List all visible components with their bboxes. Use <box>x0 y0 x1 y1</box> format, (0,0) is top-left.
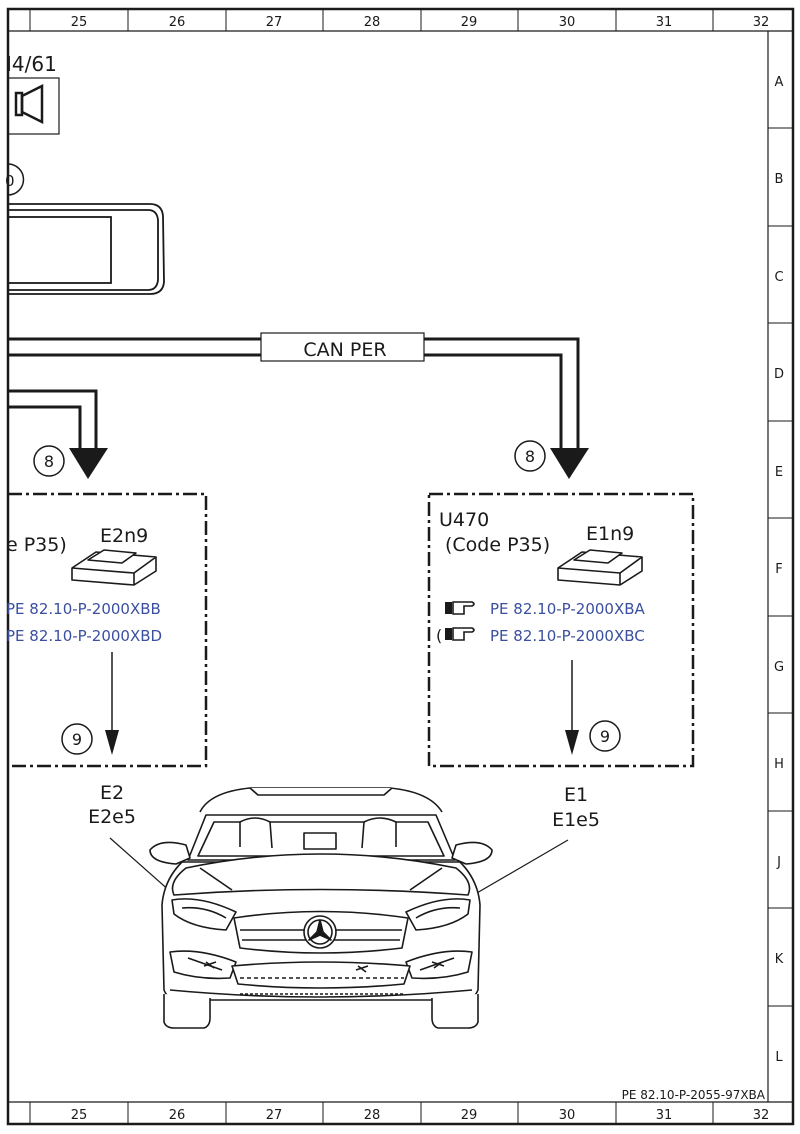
col-label: 30 <box>559 15 576 30</box>
can-bus-lines <box>8 337 580 452</box>
row-label: F <box>775 562 782 577</box>
right-module-component: E1n9 <box>586 523 634 545</box>
tag-9-right: 9 <box>589 720 621 752</box>
right-lamp-label-line2: E1e5 <box>552 809 600 831</box>
row-grid <box>768 127 793 1007</box>
col-label: 25 <box>71 1108 88 1123</box>
row-label: J <box>776 855 781 870</box>
left-lamp-label-line2: E2e5 <box>88 806 136 828</box>
col-label: 27 <box>266 15 283 30</box>
display-unit-outline <box>7 203 165 295</box>
row-label: K <box>775 952 784 967</box>
col-label: 25 <box>71 15 88 30</box>
row-label: A <box>775 75 784 90</box>
left-module-code: e P35) <box>6 534 67 556</box>
left-module-component: E2n9 <box>100 525 148 547</box>
row-label: C <box>774 270 783 285</box>
partial-circle-ref: 0 <box>5 163 25 196</box>
row-label: L <box>775 1050 783 1065</box>
left-module-ref1[interactable]: PE 82.10-P-2000XBB <box>6 600 161 618</box>
right-module-ref2[interactable]: PE 82.10-P-2000XBC <box>490 627 645 645</box>
right-lamp-leader <box>469 839 569 898</box>
row-label: B <box>775 172 784 187</box>
can-bus-label-box <box>260 332 425 362</box>
col-label: 31 <box>656 15 673 30</box>
sheet-frame <box>6 7 795 1126</box>
speaker-icon <box>14 83 44 125</box>
left-module-box <box>8 492 208 768</box>
col-label: 31 <box>656 1108 673 1123</box>
tag-8-left: 8 <box>33 445 65 477</box>
can-bus-label: CAN PER <box>303 339 386 361</box>
col-label: 28 <box>364 1108 381 1123</box>
bus-arrow-left <box>69 448 108 479</box>
col-label: 32 <box>753 15 770 30</box>
row-label: D <box>774 367 784 382</box>
vehicle-front-view <box>149 787 493 1029</box>
col-label: 28 <box>364 15 381 30</box>
right-lamp-label-line1: E1 <box>564 784 588 806</box>
col-label: 27 <box>266 1108 283 1123</box>
right-module-code-line1: U470 <box>439 509 489 531</box>
left-lamp-label-line1: E2 <box>100 782 124 804</box>
top-left-ref[interactable]: I4/61 <box>6 52 57 76</box>
left-module-arrow <box>105 730 119 755</box>
pointing-hand-icon <box>445 601 475 615</box>
document-reference: PE 82.10-P-2055-97XBA <box>622 1088 766 1102</box>
right-module-arrow <box>565 730 579 755</box>
col-label: 30 <box>559 1108 576 1123</box>
row-label: G <box>774 660 784 675</box>
svg-text:9: 9 <box>72 730 82 749</box>
col-label: 29 <box>461 15 478 30</box>
right-module-ref2-prefix: ( <box>436 626 442 645</box>
svg-text:8: 8 <box>525 447 535 466</box>
row-label: H <box>774 757 784 772</box>
column-grid <box>29 9 714 1124</box>
bus-arrow-right <box>550 448 589 479</box>
right-module-box <box>427 492 695 768</box>
control-unit-icon <box>71 549 157 586</box>
right-module-ref1[interactable]: PE 82.10-P-2000XBA <box>490 600 646 618</box>
col-label: 26 <box>169 15 186 30</box>
right-module-code-line2: (Code P35) <box>445 534 550 556</box>
svg-text:8: 8 <box>44 452 54 471</box>
col-label: 32 <box>753 1108 770 1123</box>
row-label: E <box>775 465 783 480</box>
tag-8-right: 8 <box>514 440 546 472</box>
speaker-box <box>7 77 60 135</box>
svg-text:9: 9 <box>600 727 610 746</box>
col-label: 29 <box>461 1108 478 1123</box>
left-module-ref2[interactable]: PE 82.10-P-2000XBD <box>6 627 162 645</box>
control-unit-icon <box>557 549 643 586</box>
tag-9-left: 9 <box>61 723 93 755</box>
pointing-hand-icon <box>445 627 475 641</box>
partial-circle-label: 0 <box>5 172 15 190</box>
col-label: 26 <box>169 1108 186 1123</box>
